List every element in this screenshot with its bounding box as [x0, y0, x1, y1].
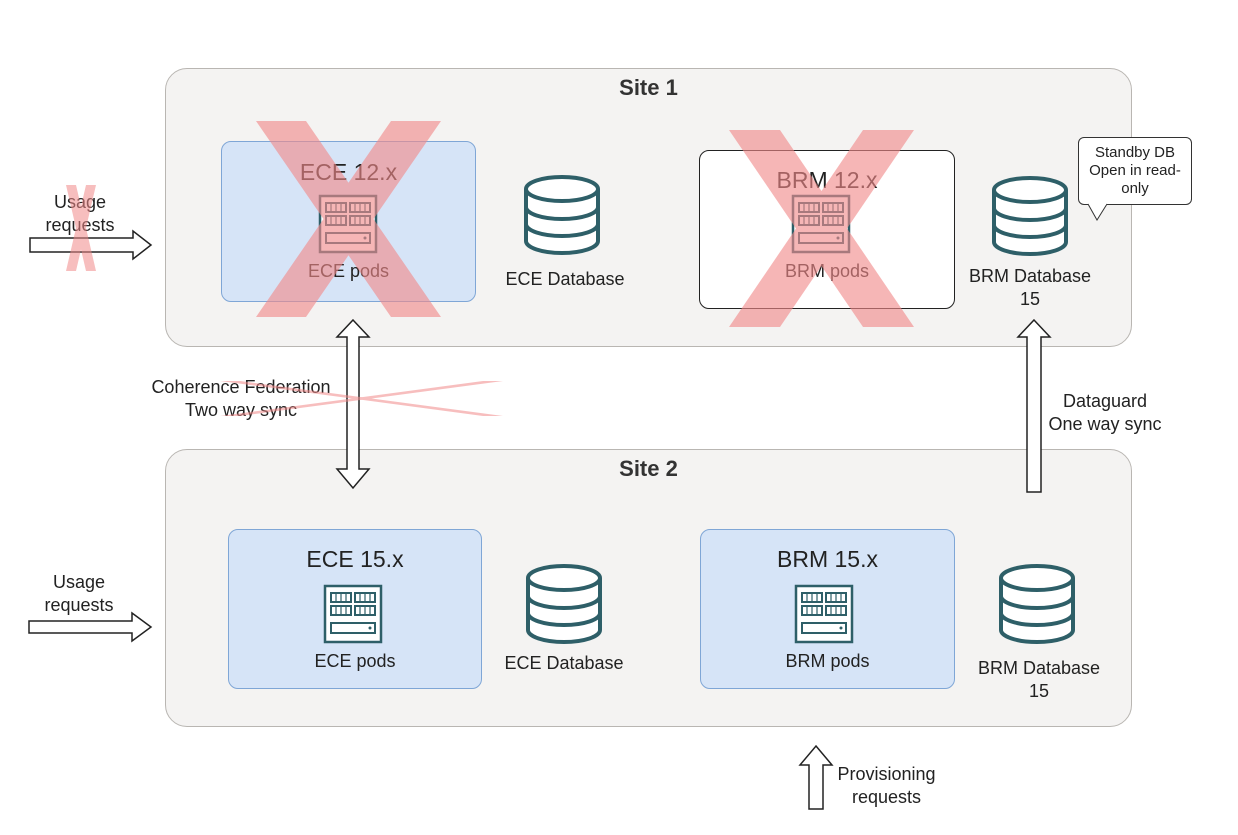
callout-line1: Standby DB: [1094, 144, 1176, 161]
site-1-usage-label-line1: Usage: [53, 192, 107, 212]
site-2-ece-component: ECE 15.x ECE pods: [228, 529, 482, 689]
site-1-brm-title: BRM 12.x: [776, 167, 878, 193]
site-1-brm-pods-label: BRM pods: [784, 261, 870, 281]
site-2-brm-title: BRM 15.x: [777, 546, 878, 572]
provisioning-label-line2: requests: [851, 787, 922, 807]
site-2-usage-label-line1: Usage: [52, 572, 106, 592]
site-2-brm-database-label-line1: BRM Database: [977, 658, 1101, 678]
dataguard-label-line2: One way sync: [1048, 414, 1162, 434]
site-1-title: Site 1: [619, 75, 678, 100]
coherence-label-line2: Two way sync: [184, 400, 298, 420]
provisioning-label-line1: Provisioning: [837, 764, 936, 784]
site-1-brm-database-label-line1: BRM Database: [968, 266, 1092, 286]
site-2-title: Site 2: [619, 456, 678, 481]
site-1-brm-component: BRM 12.x BRM pods: [699, 150, 955, 309]
site-1-ece-component: ECE 12.x ECE pods: [221, 141, 476, 302]
callout-line3: only: [1121, 180, 1149, 197]
standby-db-callout: Standby DB Open in read- only: [1078, 137, 1192, 205]
site-2-ece-pods-label: ECE pods: [314, 651, 396, 671]
site-2-ece-title: ECE 15.x: [306, 546, 404, 572]
site-2-ece-database-label: ECE Database: [504, 653, 624, 673]
callout-line2: Open in read-: [1089, 162, 1181, 179]
site-2-brm-pods-label: BRM pods: [785, 651, 870, 671]
site-1-ece-pods-label: ECE pods: [307, 261, 390, 281]
dataguard-label-line1: Dataguard: [1062, 391, 1148, 411]
site-1-ece-database-label: ECE Database: [505, 269, 625, 289]
site-2-usage-arrow-icon: [28, 611, 153, 643]
site-1-ece-title: ECE 12.x: [299, 159, 398, 185]
site-2-brm-database-label-line2: 15: [1028, 681, 1050, 701]
site-2-usage-label-line2: requests: [44, 595, 114, 615]
site-1-brm-database-label-line2: 15: [1019, 289, 1041, 309]
site-2-brm-component: BRM 15.x BRM pods: [700, 529, 955, 689]
coherence-label-line1: Coherence Federation: [151, 377, 331, 397]
site-1-usage-label-line2: requests: [45, 215, 115, 235]
